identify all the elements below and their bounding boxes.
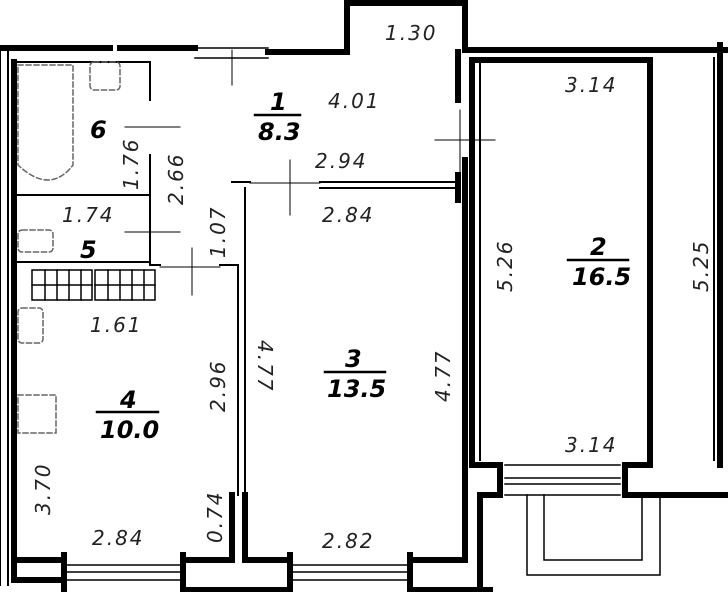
room-6-number: 6 [90, 116, 107, 144]
room-4-dim-corner: 0.74 [203, 490, 227, 543]
room-1-dim-corridor: 1.07 [206, 205, 230, 258]
room-4-number: 4 [119, 386, 137, 414]
room-3-area: 13.5 [327, 375, 386, 403]
fixtures [17, 61, 121, 434]
room-3-number: 3 [345, 345, 362, 373]
room-3-dim-top: 2.84 [322, 203, 375, 227]
room-4-dim-left: 3.70 [31, 462, 55, 515]
room-6-dim-height: 1.76 [119, 137, 143, 190]
room-1-dim-width: 4.01 [328, 89, 381, 113]
room-3-dim-right: 4.77 [431, 349, 455, 402]
room-1-dim-left: 2.66 [164, 152, 188, 205]
windows [65, 47, 661, 581]
room-2-number: 2 [590, 233, 607, 261]
room-2-dim-bottom: 3.14 [565, 433, 618, 457]
room-3-dim-bottom: 2.82 [322, 529, 375, 553]
room-4-dim-right: 2.96 [206, 359, 230, 412]
room-4-dim-top: 1.61 [90, 313, 143, 337]
room-2-dim-top: 3.14 [565, 73, 618, 97]
room-5-dim-width: 1.74 [62, 203, 115, 227]
room-3-dim-left: 4.77 [253, 340, 277, 393]
room-1-dim-bottom: 2.94 [315, 149, 368, 173]
inner-walls [0, 51, 715, 586]
room-4-dim-bottom: 2.84 [92, 526, 145, 550]
room-1-area: 8.3 [258, 118, 301, 146]
room-2-dim-right: 5.25 [689, 239, 713, 292]
room-2-area: 16.5 [572, 263, 631, 291]
room-1-dim-top: 1.30 [385, 21, 438, 45]
room-2-dim-left: 5.26 [493, 239, 517, 292]
room-1-number: 1 [270, 88, 287, 116]
room-4-area: 10.0 [100, 416, 159, 444]
room-5-number: 5 [80, 236, 97, 264]
radiator [31, 269, 156, 301]
door-markers [124, 49, 496, 296]
